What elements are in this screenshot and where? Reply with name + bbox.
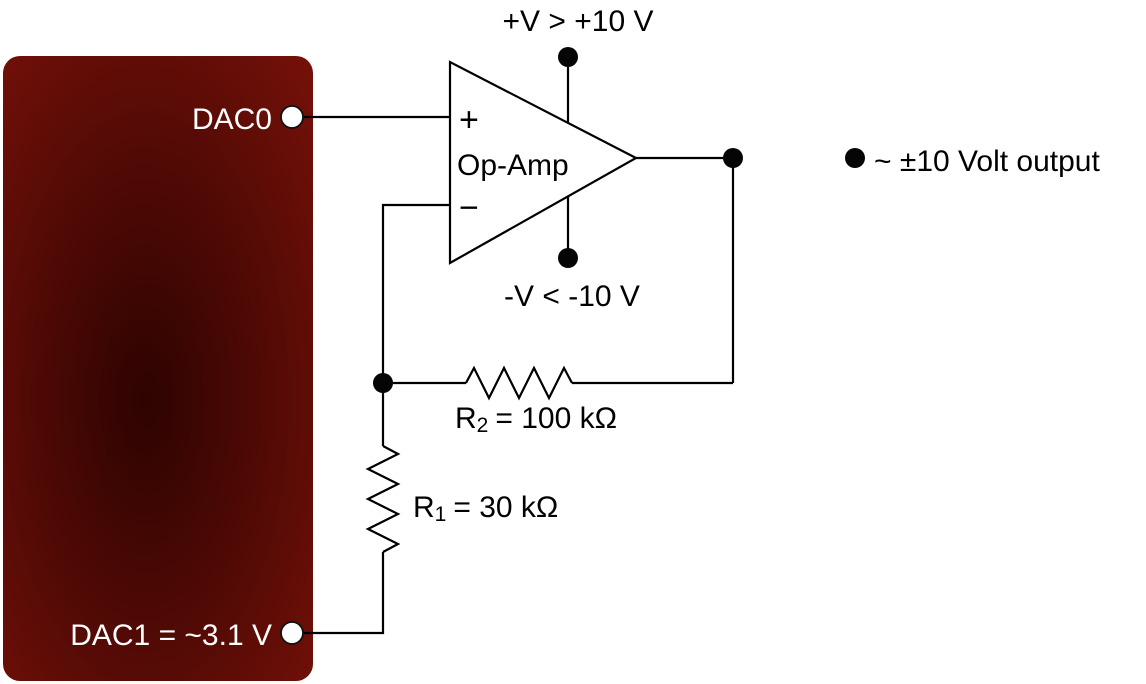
r1-value: = 30 kΩ	[453, 491, 558, 524]
negative-supply-label: -V < -10 V	[504, 280, 640, 313]
feedback-junction-dot	[723, 148, 743, 168]
dac0-terminal	[280, 105, 304, 129]
positive-supply-dot	[558, 47, 578, 67]
opamp-plus-input-label: +	[459, 101, 479, 139]
negative-supply-dot	[558, 248, 578, 268]
resistor-r2-label: R2 = 100 kΩ	[455, 402, 617, 437]
resistor-r2-symbol	[465, 365, 573, 401]
dac0-label: DAC0	[192, 103, 272, 136]
r1-prefix: R	[413, 491, 435, 524]
r1-subscript: 1	[435, 503, 447, 526]
r2-value: = 100 kΩ	[495, 402, 617, 435]
output-node-dot	[845, 148, 865, 168]
resistor-r1-label: R1 = 30 kΩ	[413, 491, 558, 526]
feedback-node-dot	[373, 373, 393, 393]
opamp-label: Op-Amp	[457, 149, 569, 182]
inverting-input-wire	[381, 203, 450, 383]
resistor-r1-symbol	[365, 445, 401, 553]
output-label: ~ ±10 Volt output	[874, 145, 1100, 178]
r2-subscript: 2	[477, 414, 489, 437]
dac-board	[3, 56, 313, 681]
dac1-wire	[300, 552, 385, 635]
r2-prefix: R	[455, 402, 477, 435]
opamp-triangle	[448, 60, 639, 265]
positive-supply-label: +V > +10 V	[503, 5, 654, 38]
dac1-label: DAC1 = ~3.1 V	[70, 619, 272, 652]
dac1-terminal	[280, 621, 304, 645]
opamp-minus-input-label: −	[459, 189, 479, 227]
